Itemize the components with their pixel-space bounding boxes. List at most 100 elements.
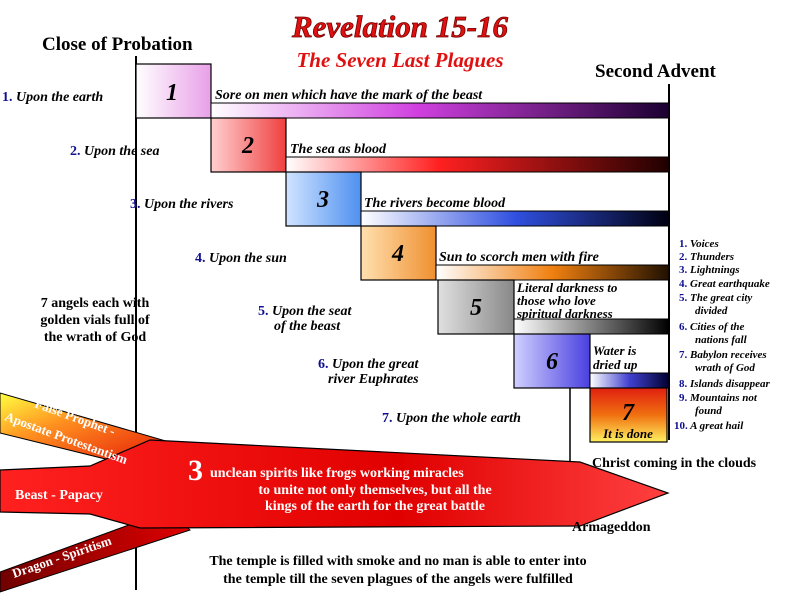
event-number: 6. <box>679 321 688 333</box>
plague-box-number: 5 <box>470 295 482 321</box>
event-text: Lightnings <box>689 264 740 276</box>
plague-description: spiritual darkness <box>516 306 613 321</box>
plague-description: Literal darkness to <box>516 280 618 295</box>
plague-box-number: 2 <box>241 133 254 159</box>
event-text-2: found <box>695 405 722 417</box>
plague-target: Upon the earth <box>16 90 103 105</box>
event-number: 4. <box>679 278 688 290</box>
svg-text:4. Upon the sun: 4. Upon the sun <box>195 251 287 266</box>
plague-row-6: 6 Water is dried up 6. Upon the great ri… <box>318 333 670 389</box>
plague-index: 5. <box>258 304 269 319</box>
plague-box-number: 7 <box>622 400 635 426</box>
plague-target: Upon the rivers <box>144 197 234 212</box>
christ-coming-label: Christ coming in the clouds <box>592 456 757 471</box>
event-number: 5. <box>679 292 688 304</box>
svg-text:5. Upon the seat: 5. Upon the seat <box>258 304 352 319</box>
event-number: 2. <box>679 251 688 263</box>
svg-text:8. Islands disappear: 8. Islands disappear <box>679 378 770 390</box>
plague-index: 7. <box>382 411 393 426</box>
plague-index: 4. <box>195 251 206 266</box>
svg-text:10. A great hail: 10. A great hail <box>674 420 744 432</box>
event-text: Great earthquake <box>690 278 770 290</box>
svg-text:9. Mountains not: 9. Mountains not <box>679 392 758 404</box>
seventh-plague-events: 1. Voices 2. Thunders 3. Lightnings 4. G… <box>674 238 770 432</box>
plague-target-2: of the beast <box>274 319 341 334</box>
close-of-probation-label: Close of Probation <box>42 34 193 55</box>
event-number: 9. <box>679 392 688 404</box>
svg-text:2. Thunders: 2. Thunders <box>679 251 734 263</box>
branch-middle-label: Beast - Papacy <box>15 488 103 503</box>
svg-text:1. Upon the earth: 1. Upon the earth <box>2 90 103 105</box>
plague-target-2: river Euphrates <box>328 372 419 387</box>
event-number: 1. <box>679 238 688 250</box>
angels-note-line: 7 angels each with <box>41 296 150 311</box>
second-advent-label: Second Advent <box>595 61 717 82</box>
event-text-2: divided <box>695 305 728 317</box>
page-subtitle: The Seven Last Plagues <box>296 48 503 72</box>
plague-index: 1. <box>2 90 13 105</box>
armageddon-label: Armageddon <box>572 520 651 535</box>
event-text: A great hail <box>689 420 744 432</box>
plague-row-1: 1 Sore on men which have the mark of the… <box>2 63 670 119</box>
svg-text:2. Upon the sea: 2. Upon the sea <box>70 144 159 159</box>
plague-description: Water is <box>593 343 636 358</box>
plague-target: Upon the sea <box>84 144 159 159</box>
plague-description: Sore on men which have the mark of the b… <box>215 88 483 103</box>
plague-description: dried up <box>593 357 638 372</box>
event-text: Thunders <box>690 251 734 263</box>
arrow-body <box>0 439 670 529</box>
spirits-line: to unite not only themselves, but all th… <box>258 483 491 498</box>
angels-note: 7 angels each with golden vials full of … <box>40 296 150 345</box>
plague-target: Upon the great <box>332 357 419 372</box>
branch-bottom-shape <box>0 509 191 593</box>
plague-description: It is done <box>602 426 653 441</box>
temple-note-line: The temple is filled with smoke and no m… <box>209 554 586 569</box>
plague-target: Upon the sun <box>209 251 287 266</box>
svg-text:7. Babylon receives: 7. Babylon receives <box>679 349 767 361</box>
spirits-line: unclean spirits like frogs working mirac… <box>210 466 464 481</box>
spirits-number: 3 <box>188 454 203 487</box>
svg-text:5. The great city: 5. The great city <box>679 292 752 304</box>
plague-box-number: 6 <box>546 349 558 375</box>
plague-index: 3. <box>130 197 141 212</box>
svg-text:3. Upon the rivers: 3. Upon the rivers <box>130 197 234 212</box>
plague-box-number: 3 <box>316 187 329 213</box>
plague-box-number: 1 <box>166 80 178 106</box>
event-number: 3. <box>679 264 688 276</box>
event-text: Babylon receives <box>689 349 767 361</box>
event-text: The great city <box>690 292 752 304</box>
plague-description: The rivers become blood <box>364 196 506 211</box>
plague-index: 2. <box>70 144 81 159</box>
plague-description: Sun to scorch men with fire <box>439 250 599 265</box>
temple-note-line: the temple till the seven plagues of the… <box>223 572 573 587</box>
plague-box-number: 4 <box>391 241 404 267</box>
page-title: Revelation 15-16 <box>291 9 509 44</box>
event-number: 7. <box>679 349 688 361</box>
svg-text:6. Upon the great: 6. Upon the great <box>318 357 419 372</box>
event-text-2: wrath of God <box>695 362 755 374</box>
plague-description: those who love <box>517 293 596 308</box>
event-number: 10. <box>674 420 688 432</box>
event-text-2: nations fall <box>695 334 748 346</box>
plague-row-4: 4 Sun to scorch men with fire 4. Upon th… <box>195 225 670 281</box>
plague-row-3: 3 The rivers become blood 3. Upon the ri… <box>130 171 670 227</box>
event-number: 8. <box>679 378 688 390</box>
plague-target: Upon the whole earth <box>396 411 521 426</box>
temple-note: The temple is filled with smoke and no m… <box>209 554 586 587</box>
event-text: Islands disappear <box>689 378 770 390</box>
plague-target: Upon the seat <box>272 304 352 319</box>
spirits-line: kings of the earth for the great battle <box>265 499 485 514</box>
event-text: Cities of the <box>690 321 745 333</box>
svg-text:7. Upon the whole earth: 7. Upon the whole earth <box>382 411 521 426</box>
angels-note-line: golden vials full of <box>40 313 150 328</box>
svg-text:4. Great earthquake: 4. Great earthquake <box>679 278 770 290</box>
plague-row-7: 7 It is done 7. Upon the whole earth <box>382 387 668 443</box>
plague-row-5: 5 Literal darkness to those who love spi… <box>258 279 670 335</box>
event-text: Mountains not <box>689 392 758 404</box>
svg-text:1. Voices: 1. Voices <box>679 238 719 250</box>
event-text: Voices <box>690 238 719 250</box>
plague-index: 6. <box>318 357 329 372</box>
plague-row-2: 2 The sea as blood 2. Upon the sea <box>70 117 670 173</box>
svg-text:3. Lightnings: 3. Lightnings <box>679 264 740 276</box>
